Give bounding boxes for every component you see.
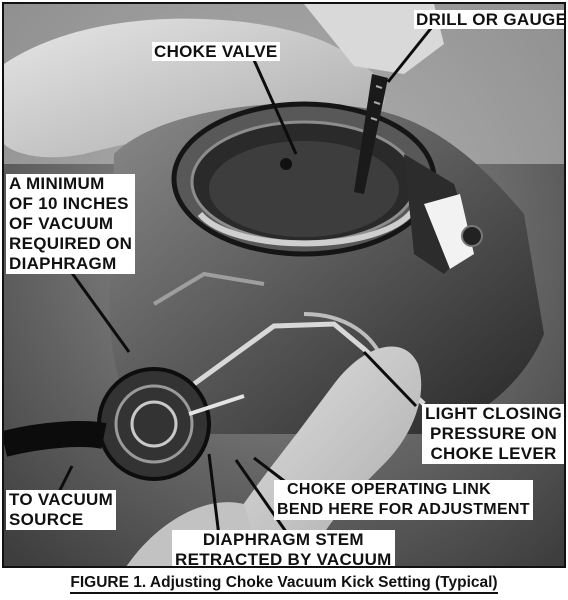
diaphragm-stem-line-1: DIAPHRAGM STEM xyxy=(202,530,364,549)
leader-lines xyxy=(54,21,438,537)
carburetor-photo: DRILL OR GAUGE CHOKE VALVE A MINIMUM OF … xyxy=(2,2,566,568)
vacuum-note-line-4: REQUIRED ON xyxy=(9,234,133,253)
lower-hand xyxy=(205,346,422,566)
figure-caption-text: FIGURE 1. Adjusting Choke Vacuum Kick Se… xyxy=(70,574,498,594)
choke-valve-plate xyxy=(209,141,399,237)
vacuum-hose xyxy=(4,421,107,457)
label-choke-operating-link: CHOKE OPERATING LINK BEND HERE FOR ADJUS… xyxy=(274,480,533,520)
label-light-closing-pressure: LIGHT CLOSING PRESSURE ON CHOKE LEVER xyxy=(422,404,564,464)
carburetor-illustration xyxy=(4,4,564,566)
label-to-vacuum-source: TO VACUUM SOURCE xyxy=(6,490,117,530)
figure-caption: FIGURE 1. Adjusting Choke Vacuum Kick Se… xyxy=(0,574,568,594)
label-drill-or-gauge: DRILL OR GAUGE xyxy=(414,10,564,30)
diaphragm-stem-line-2: RETRACTED BY VACUUM xyxy=(175,550,392,568)
label-choke-valve: CHOKE VALVE xyxy=(152,42,280,61)
choke-lever-white xyxy=(424,194,474,269)
light-closing-line-1: LIGHT CLOSING xyxy=(425,404,563,423)
light-closing-line-2: PRESSURE ON xyxy=(430,424,558,443)
choke-link-line-2: BEND HERE FOR ADJUSTMENT xyxy=(277,501,530,518)
label-vacuum-requirement: A MINIMUM OF 10 INCHES OF VACUUM REQUIRE… xyxy=(6,174,136,274)
vacuum-note-line-3: OF VACUUM xyxy=(9,214,114,233)
to-vacuum-line-1: TO VACUUM xyxy=(9,490,114,509)
vacuum-note-line-1: A MINIMUM xyxy=(9,174,105,193)
to-vacuum-line-2: SOURCE xyxy=(9,510,84,529)
vacuum-note-line-5: DIAPHRAGM xyxy=(9,254,117,273)
vacuum-note-line-2: OF 10 INCHES xyxy=(9,194,129,213)
label-diaphragm-stem: DIAPHRAGM STEM RETRACTED BY VACUUM xyxy=(172,530,395,568)
light-closing-line-3: CHOKE LEVER xyxy=(430,444,557,463)
choke-link-line-1: CHOKE OPERATING LINK xyxy=(287,481,491,498)
